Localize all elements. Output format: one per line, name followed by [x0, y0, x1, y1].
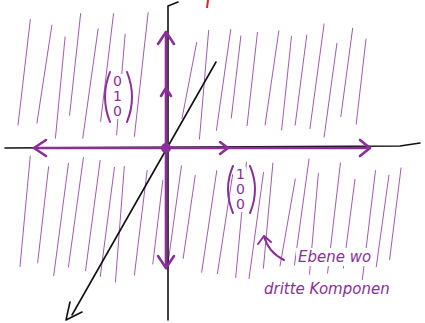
hatch-stroke — [167, 166, 181, 270]
column-vector: 0 1 0 — [112, 74, 123, 119]
purple-x-line — [34, 147, 370, 150]
hatch-stroke — [37, 25, 52, 123]
paren — [250, 166, 255, 213]
hatch-stroke — [390, 168, 401, 260]
hatch-stroke — [249, 173, 264, 279]
hatch-stroke — [356, 39, 366, 124]
arrowhead — [258, 236, 271, 244]
hatch-stroke — [263, 163, 272, 268]
z-axis-line — [72, 62, 216, 315]
hatch-stroke — [231, 36, 241, 118]
hatch-stroke — [68, 157, 83, 267]
arrowhead — [34, 140, 46, 156]
hatch-stroke — [236, 162, 247, 277]
hatch-stroke — [324, 43, 337, 137]
paren — [228, 166, 233, 213]
hatch-stroke — [18, 19, 30, 125]
hatch-stroke — [83, 29, 98, 138]
hatch-stroke — [70, 13, 81, 115]
hatch-stroke — [54, 163, 69, 275]
hatch-stroke — [86, 160, 101, 270]
plane-hatching — [18, 13, 401, 282]
arrowhead — [360, 140, 370, 156]
hatch-stroke — [134, 13, 148, 137]
hatch-stroke — [20, 156, 30, 267]
hatch-stroke — [247, 32, 257, 125]
hatch-stroke — [295, 35, 307, 125]
hatch-stroke — [310, 24, 324, 129]
hatch-stroke — [183, 175, 195, 258]
arrowhead — [161, 88, 171, 96]
hatch-stroke — [217, 175, 232, 274]
hatch-stroke — [182, 42, 197, 118]
hatch-stroke — [38, 167, 49, 263]
hatch-stroke — [341, 28, 353, 116]
red-mark — [207, 0, 208, 8]
arrowhead — [158, 32, 174, 44]
origin-dot — [161, 143, 171, 153]
hatch-stroke — [216, 29, 230, 130]
hatch-stroke — [202, 171, 217, 273]
note-text: Ebene wo — [296, 248, 373, 266]
black-axes — [5, 2, 420, 320]
purple-basis — [34, 32, 370, 268]
hatch-stroke — [280, 179, 295, 266]
arrowhead — [220, 142, 228, 154]
hatch-stroke — [376, 175, 389, 267]
hatch-stroke — [153, 180, 163, 264]
column-vector: 1 0 0 — [235, 167, 246, 212]
hatch-stroke — [265, 31, 279, 125]
arrowhead — [158, 256, 174, 268]
z-axis-arrowhead — [66, 302, 82, 320]
hatch-stroke — [199, 30, 208, 139]
hatch-stroke — [55, 37, 65, 138]
paren — [127, 72, 132, 122]
note-text: dritte Komponen — [262, 280, 392, 298]
x-axis-line — [5, 143, 420, 148]
paren — [105, 72, 110, 122]
hatch-stroke — [282, 36, 292, 130]
y-axis-line — [168, 2, 178, 320]
